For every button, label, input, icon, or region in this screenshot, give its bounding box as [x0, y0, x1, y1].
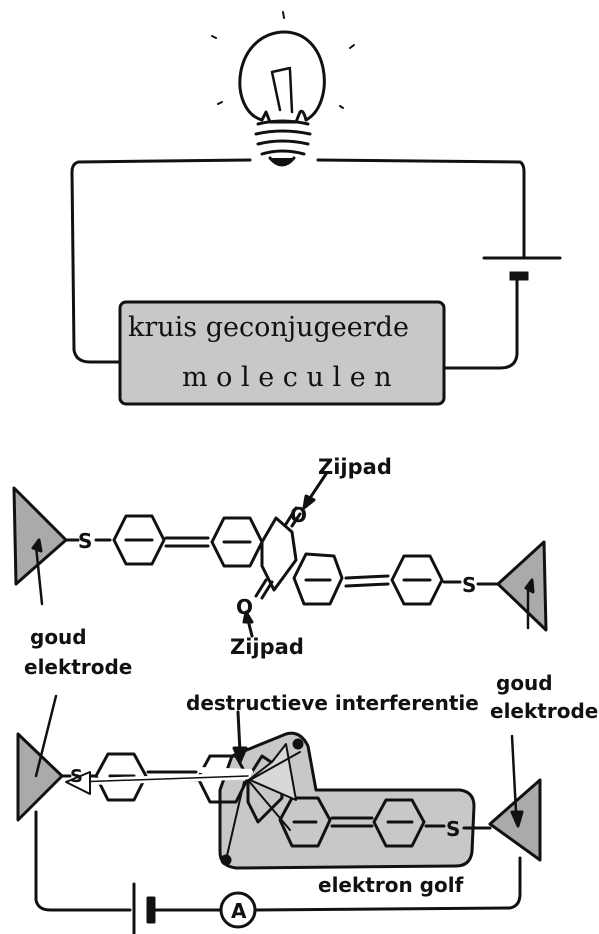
electron-wave-label: elektron golf — [318, 873, 464, 897]
circuit-wire-right — [316, 158, 526, 260]
electrode-left-label-line2: elektrode — [24, 655, 132, 679]
molecule-box — [118, 300, 446, 406]
molecule-structure — [12, 472, 548, 638]
oxygen-top: O — [290, 503, 307, 527]
ammeter-label: A — [231, 899, 247, 923]
electrode-left-label-line1: goud — [30, 625, 87, 649]
anthraquinone-ring-right — [292, 552, 344, 606]
gold-electrode-right — [496, 540, 548, 632]
electrode-right-label-line1: goud — [496, 671, 553, 695]
electrode-right-label-line2: elektrode — [490, 699, 598, 723]
oxygen-bottom: O — [236, 595, 253, 619]
benzene-ring-2 — [390, 554, 444, 606]
side-path-bottom-label: Zijpad — [230, 635, 304, 659]
battery-short-plate — [509, 271, 529, 281]
box-label-line1: kruis geconjugeerde — [128, 312, 409, 343]
top-circuit — [70, 11, 562, 406]
electron-wave-region — [218, 731, 476, 870]
ammeter-icon — [219, 891, 257, 929]
quinone-ring — [260, 516, 298, 592]
box-label-line2: m o l e c u l e n — [182, 362, 392, 393]
sulfur-left: S — [78, 529, 92, 553]
bottom-circuit-wire — [34, 810, 132, 912]
sulfur-right-bottom: S — [446, 817, 460, 841]
circuit-wire-return — [442, 276, 519, 370]
gold-electrode-left-bottom — [16, 732, 64, 822]
interference-diagram — [16, 694, 542, 934]
sulfur-left-bottom: S — [70, 766, 83, 787]
circuit-wire — [70, 158, 252, 364]
side-path-top-label: Zijpad — [318, 455, 392, 479]
sulfur-right: S — [462, 573, 476, 597]
benzene-ring-1 — [112, 514, 166, 566]
gold-electrode-left — [12, 486, 68, 586]
light-bulb-icon — [211, 11, 355, 167]
interference-label: destructieve interferentie — [186, 691, 479, 715]
